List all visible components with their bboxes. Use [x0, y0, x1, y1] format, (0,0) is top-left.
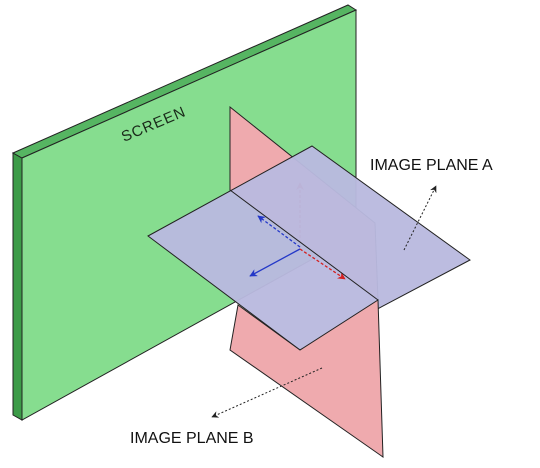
screen-side-edge: [12, 152, 23, 421]
image-plane-a: [147, 145, 471, 351]
blue-axis-upper: [257, 215, 301, 248]
image-plane-b-label: IMAGE PLANE B: [130, 430, 254, 447]
blue-axis-lower: [249, 248, 301, 277]
image-plane-a-label: IMAGE PLANE A: [370, 157, 493, 174]
plane-b-pointer-arrow: [211, 367, 323, 418]
plane-intersection-line: [229, 189, 379, 301]
image-plane-b-lower: [229, 299, 384, 458]
red-horizontal-axis: [299, 248, 346, 280]
